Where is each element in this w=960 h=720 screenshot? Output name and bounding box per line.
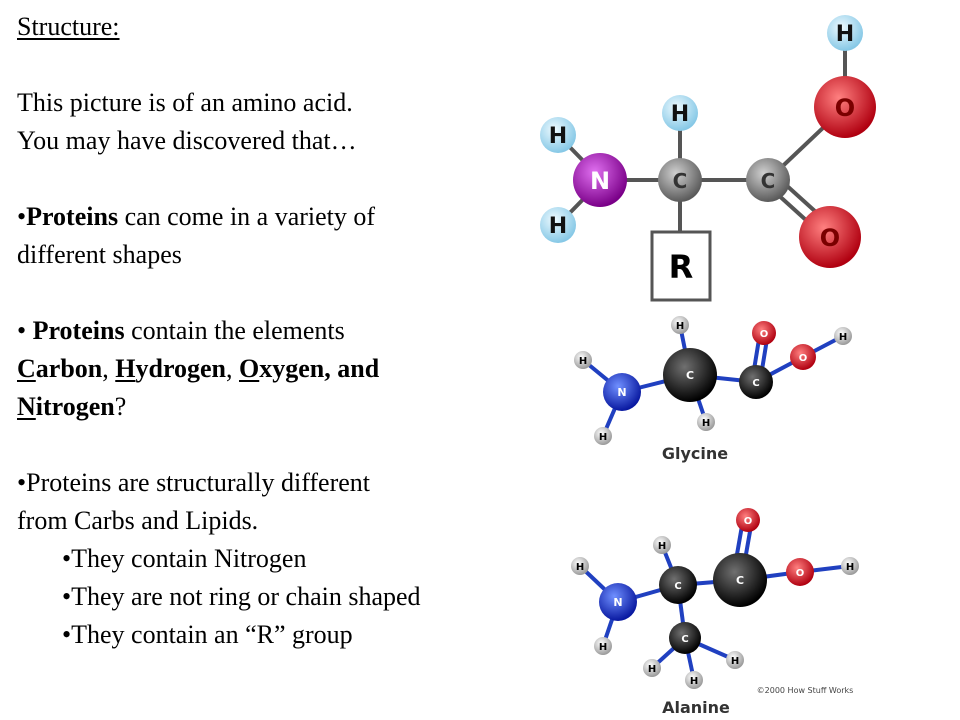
alanine-molecule: H H H H H H H N C C C O O ©2000 How Stuf… xyxy=(571,508,859,717)
svg-text:H: H xyxy=(648,664,656,675)
svg-text:H: H xyxy=(731,656,739,667)
svg-text:C: C xyxy=(674,581,681,592)
svg-text:H: H xyxy=(579,356,587,367)
svg-text:N: N xyxy=(617,386,626,399)
sub-bullet-1: •They contain Nitrogen xyxy=(62,544,307,573)
nitrogen-atom: N xyxy=(599,583,637,621)
carbon-atom: C xyxy=(658,158,702,202)
oxygen-atom: O xyxy=(736,508,760,532)
hydrogen-atom: H xyxy=(841,557,859,575)
hydrogen-atom: H xyxy=(834,327,852,345)
hydrogen-atom: H xyxy=(671,316,689,334)
carbon-atom: C xyxy=(713,553,767,607)
bullet-2-elements: Carbon, Hydrogen, Oxygen, and xyxy=(17,354,380,383)
hydrogen-atom: H xyxy=(662,95,698,131)
svg-text:C: C xyxy=(736,574,744,587)
svg-text:H: H xyxy=(599,642,607,653)
r-group-box: R xyxy=(650,230,712,302)
bullet-2-elements-cont: Nitrogen? xyxy=(17,392,127,421)
svg-text:O: O xyxy=(820,224,840,252)
nitrogen-atom: N xyxy=(603,373,641,411)
svg-text:R: R xyxy=(669,248,694,286)
oxygen-atom: O xyxy=(814,76,876,138)
bullet-2: • Proteins contain the elements xyxy=(17,316,345,345)
svg-text:O: O xyxy=(835,94,855,122)
svg-text:O: O xyxy=(744,516,753,527)
generic-amino-acid: H H H H N C C O O R xyxy=(540,15,876,302)
svg-text:O: O xyxy=(799,353,808,364)
bullet-3: •Proteins are structurally different xyxy=(17,468,371,497)
hydrogen-atom: H xyxy=(643,659,661,677)
hydrogen-atom: H xyxy=(594,427,612,445)
svg-text:H: H xyxy=(839,332,847,343)
svg-text:C: C xyxy=(761,169,776,193)
oxygen-atom: O xyxy=(799,206,861,268)
hydrogen-atom: H xyxy=(571,557,589,575)
carbon-atom: C xyxy=(669,622,701,654)
hydrogen-atom: H xyxy=(653,536,671,554)
oxygen-atom: O xyxy=(752,321,776,345)
nitrogen-atom: N xyxy=(573,153,627,207)
hydrogen-atom: H xyxy=(697,413,715,431)
sub-bullet-2: •They are not ring or chain shaped xyxy=(62,582,421,611)
svg-text:H: H xyxy=(658,541,666,552)
hydrogen-atom: H xyxy=(827,15,863,51)
svg-text:C: C xyxy=(686,369,694,382)
svg-text:N: N xyxy=(590,167,610,195)
bullet-1-cont: different shapes xyxy=(17,240,182,269)
bullet-3-cont: from Carbs and Lipids. xyxy=(17,506,259,535)
svg-text:H: H xyxy=(549,214,567,239)
svg-text:C: C xyxy=(752,378,759,389)
svg-text:H: H xyxy=(671,102,689,127)
glycine-label: Glycine xyxy=(662,444,728,463)
alanine-label: Alanine xyxy=(662,698,730,717)
svg-text:H: H xyxy=(846,562,854,573)
carbon-atom: C xyxy=(739,365,773,399)
carbon-atom: C xyxy=(746,158,790,202)
svg-text:N: N xyxy=(613,596,622,609)
svg-text:H: H xyxy=(676,321,684,332)
oxygen-atom: O xyxy=(790,344,816,370)
svg-text:H: H xyxy=(549,124,567,149)
svg-text:O: O xyxy=(796,568,805,579)
carbon-atom: C xyxy=(659,566,697,604)
svg-text:C: C xyxy=(681,634,688,645)
oxygen-atom: O xyxy=(786,558,814,586)
svg-text:H: H xyxy=(690,676,698,687)
svg-text:C: C xyxy=(673,169,688,193)
slide-text: Structure: This picture is of an amino a… xyxy=(17,8,517,654)
hydrogen-atom: H xyxy=(726,651,744,669)
sub-bullet-3: •They contain an “R” group xyxy=(62,620,353,649)
intro-line-1: This picture is of an amino acid. xyxy=(17,88,353,117)
hydrogen-atom: H xyxy=(540,117,576,153)
svg-text:H: H xyxy=(576,562,584,573)
hydrogen-atom: H xyxy=(540,207,576,243)
glycine-molecule: H H H H H N C C O O Glycine xyxy=(574,316,852,463)
hydrogen-atom: H xyxy=(594,637,612,655)
svg-text:H: H xyxy=(702,418,710,429)
heading: Structure: xyxy=(17,12,120,41)
svg-text:O: O xyxy=(760,329,769,340)
carbon-atom: C xyxy=(663,348,717,402)
intro-line-2: You may have discovered that… xyxy=(17,126,357,155)
hydrogen-atom: H xyxy=(574,351,592,369)
bullet-1: •Proteins can come in a variety of xyxy=(17,202,376,231)
svg-text:H: H xyxy=(599,432,607,443)
hydrogen-atom: H xyxy=(685,671,703,689)
svg-text:H: H xyxy=(836,22,854,47)
copyright-text: ©2000 How Stuff Works xyxy=(757,686,854,695)
